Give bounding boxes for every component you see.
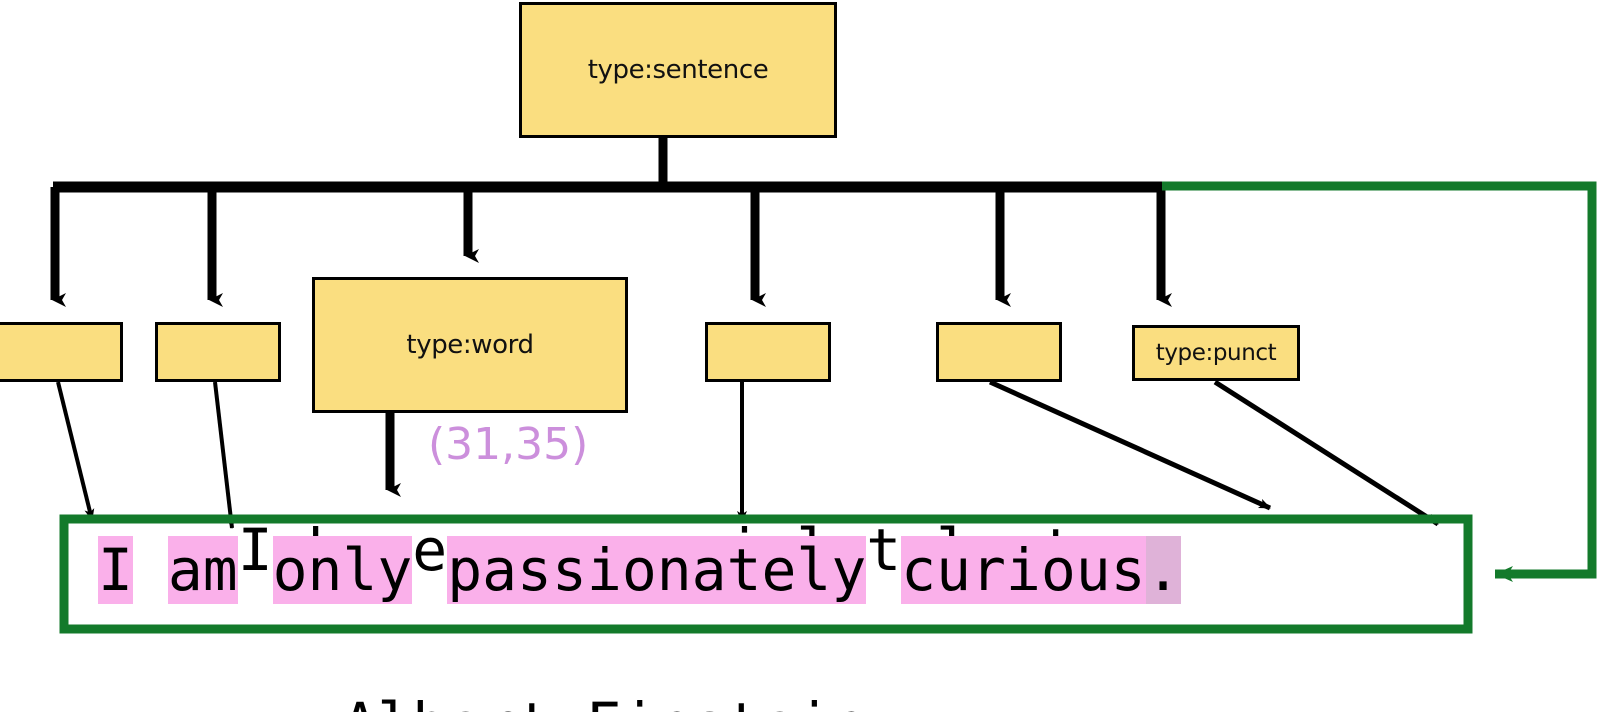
pointer-box5-to-token-curious [988,379,1272,511]
token-period[interactable]: . [1145,536,1181,604]
node-punct-label: type:punct [1155,339,1277,366]
node-word-1[interactable] [0,322,123,382]
node-word-3[interactable]: type:word [312,277,628,413]
node-word-5[interactable] [936,322,1062,382]
text-line-2-selected[interactable]: I am only passionately curious. [98,536,1181,604]
pointer-box2-to-token-am [213,381,236,529]
node-punct[interactable]: type:punct [1132,325,1300,381]
token-space-1 [133,536,168,604]
text-line-3-attribution: -- Albert Einstein [98,637,867,712]
token-curious[interactable]: curious [901,536,1146,604]
token-only[interactable]: only [272,536,413,604]
node-sentence[interactable]: type:sentence [519,2,837,138]
token-space-3 [412,536,447,604]
token-am[interactable]: am [167,536,238,604]
node-sentence-label: type:sentence [587,55,769,85]
selection-route [1162,181,1597,582]
node-word-3-label: type:word [406,330,534,360]
token-passionately[interactable]: passionately [447,536,867,604]
pointer-box1-to-token-I [56,381,95,521]
node-word-2[interactable] [155,322,281,382]
selection-box [59,514,1473,634]
token-space-2 [238,536,273,604]
pointer-box6-to-token-period [1213,379,1440,527]
token-I[interactable]: I [98,536,133,604]
token-space-4 [866,536,901,604]
coordinate-annotation: (31,35) [428,419,589,470]
node-word-4[interactable] [705,322,831,382]
text-line-3-content: -- Albert Einstein [238,690,867,712]
